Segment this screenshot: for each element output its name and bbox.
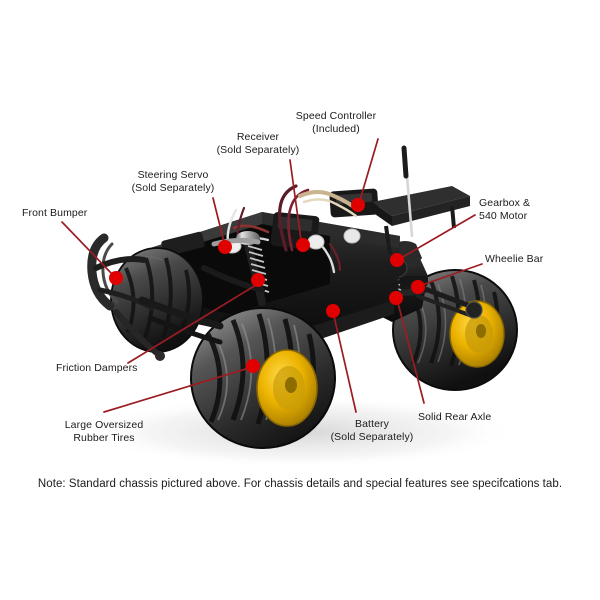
callout-markers xyxy=(109,198,425,373)
front-skid-plate xyxy=(138,296,224,345)
leader-line-speed-controller xyxy=(359,138,379,201)
marker-wheelie-bar[interactable] xyxy=(411,280,425,294)
marker-gearbox-540-motor[interactable] xyxy=(390,253,404,267)
marker-battery[interactable] xyxy=(326,304,340,318)
callout-label-speed-controller: Speed Controller(Included) xyxy=(246,110,426,135)
marker-speed-controller[interactable] xyxy=(351,198,365,212)
marker-receiver[interactable] xyxy=(296,238,310,252)
callout-label-line: Front Bumper xyxy=(22,207,88,219)
callout-label-friction-dampers: Friction Dampers xyxy=(56,362,138,375)
leader-line-front-bumper xyxy=(61,221,113,275)
callout-label-line: Battery xyxy=(355,418,389,430)
callout-label-receiver: Receiver(Sold Separately) xyxy=(168,131,348,156)
marker-solid-rear-axle[interactable] xyxy=(389,291,403,305)
callout-leader-lines xyxy=(61,138,483,413)
front-left-wheel xyxy=(190,307,336,449)
callout-label-battery: Battery(Sold Separately) xyxy=(282,418,462,443)
leader-line-solid-rear-axle xyxy=(397,302,425,404)
callout-label-line: (Sold Separately) xyxy=(330,430,414,443)
footer-note: Note: Standard chassis pictured above. F… xyxy=(37,478,563,490)
callout-label-line: Speed Controller xyxy=(295,110,377,122)
callout-label-line: Friction Dampers xyxy=(56,362,138,374)
callout-label-front-bumper: Front Bumper xyxy=(22,207,87,220)
callout-label-wheelie-bar: Wheelie Bar xyxy=(485,253,543,266)
rear-deck-plate xyxy=(372,186,470,255)
leader-line-wheelie-bar xyxy=(421,263,483,286)
callout-label-line: Wheelie Bar xyxy=(485,253,544,265)
callout-label-line: Steering Servo xyxy=(137,169,209,181)
marker-steering-servo[interactable] xyxy=(218,240,232,254)
antenna xyxy=(401,145,414,238)
callout-label-gearbox-540-motor: Gearbox &540 Motor xyxy=(479,197,530,222)
callout-label-line: Rubber Tires xyxy=(73,431,135,444)
callout-label-line: (Sold Separately) xyxy=(131,181,215,194)
leader-line-receiver xyxy=(289,159,302,241)
callout-label-line: 540 Motor xyxy=(479,209,528,222)
callout-label-line: Large Oversized xyxy=(64,419,144,431)
callout-label-solid-rear-axle: Solid Rear Axle xyxy=(418,411,491,424)
marker-friction-dampers[interactable] xyxy=(251,273,265,287)
marker-large-oversized-rubber-tires[interactable] xyxy=(246,359,260,373)
callout-label-steering-servo: Steering Servo(Sold Separately) xyxy=(83,169,263,194)
leader-line-gearbox-540-motor xyxy=(400,214,476,259)
callout-label-line: Gearbox & xyxy=(479,197,531,209)
leader-line-battery xyxy=(333,315,357,413)
leader-line-steering-servo xyxy=(212,197,225,243)
callout-label-line: Receiver xyxy=(236,131,280,143)
leader-line-large-oversized-rubber-tires xyxy=(103,367,250,413)
front-right-wheel xyxy=(110,247,204,353)
marker-front-bumper[interactable] xyxy=(109,271,123,285)
callout-label-line: Solid Rear Axle xyxy=(418,411,492,423)
callout-label-line: (Included) xyxy=(312,122,360,135)
callout-label-line: (Sold Separately) xyxy=(216,143,300,156)
leader-line-friction-dampers xyxy=(127,284,257,364)
